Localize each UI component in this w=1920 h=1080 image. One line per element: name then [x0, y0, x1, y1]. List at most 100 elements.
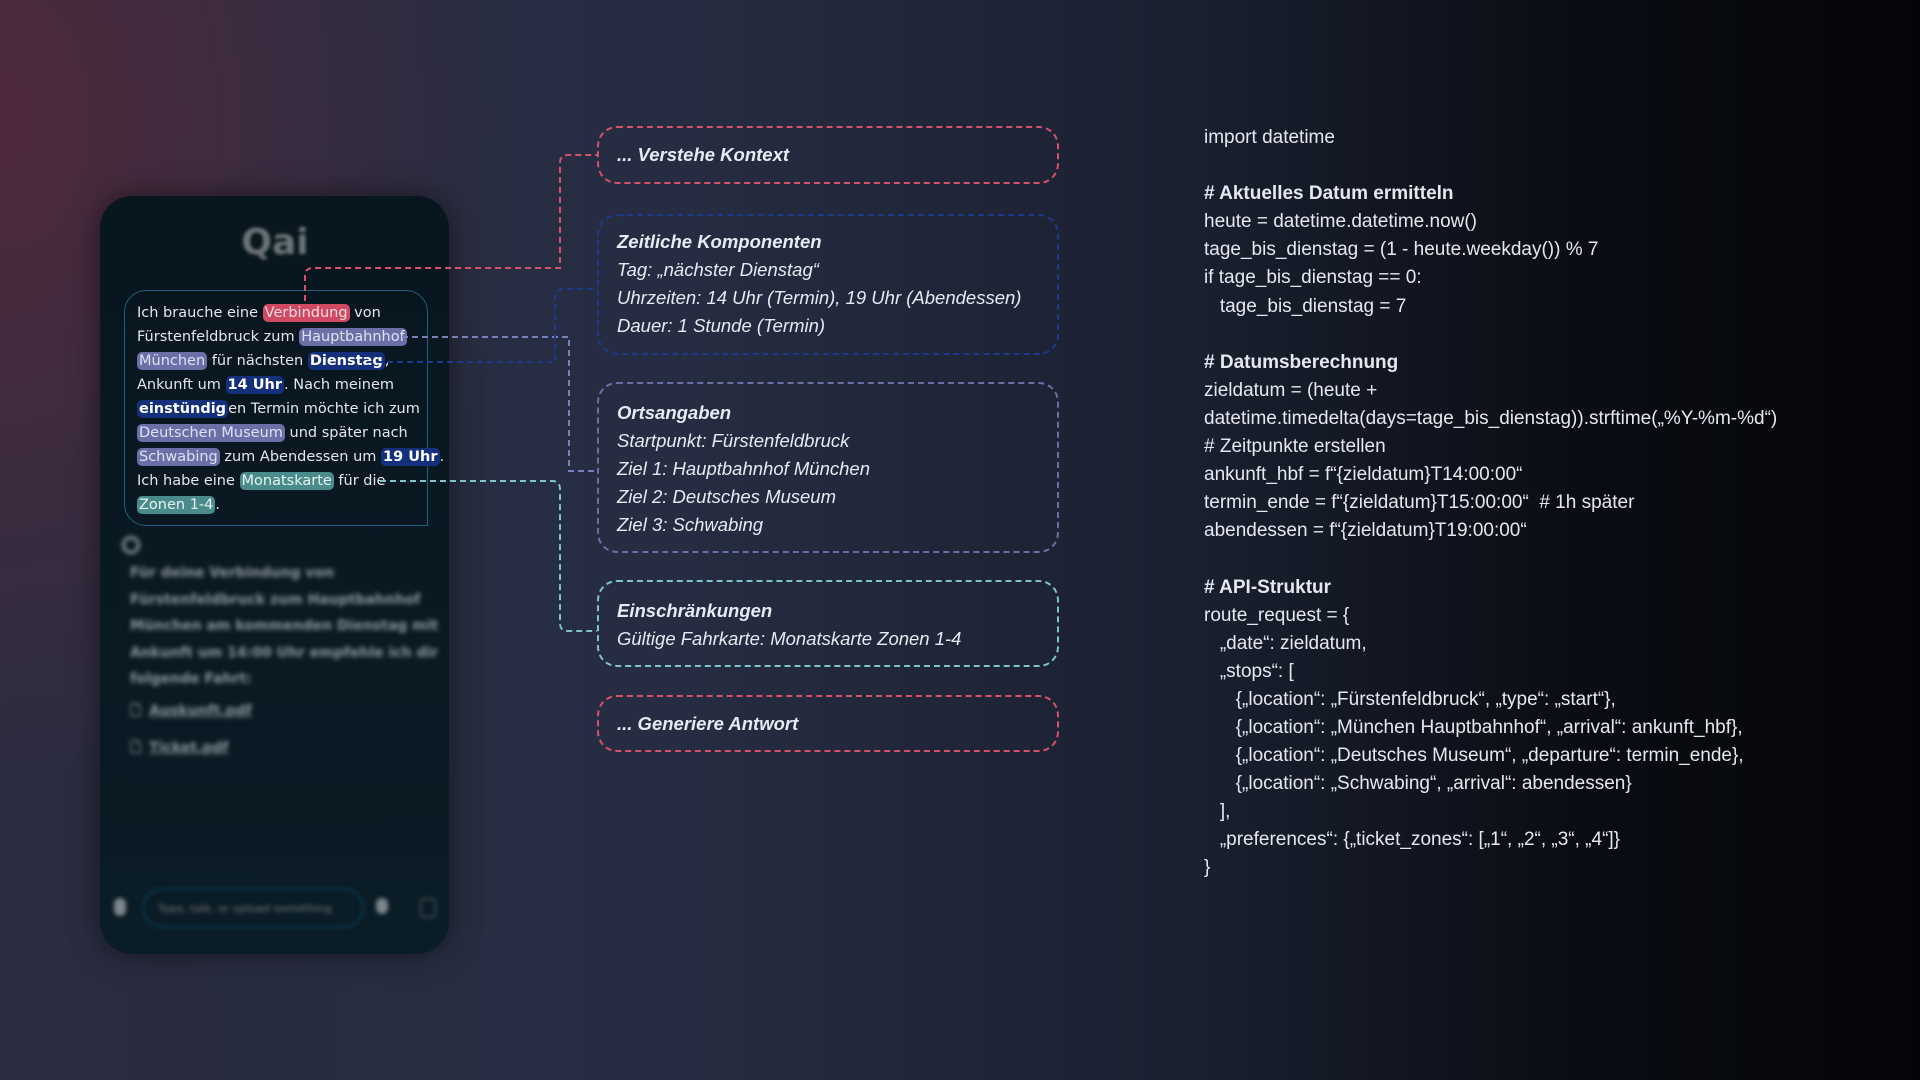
connector-context — [304, 154, 597, 301]
places-box: Ortsangaben Startpunkt: Fürstenfeldbruck… — [597, 382, 1059, 553]
qai-logo: Qai — [241, 222, 309, 263]
file-icon: 🗋 — [130, 702, 142, 719]
message-text: Ich habe eine — [137, 473, 240, 489]
code-line: # Zeitpunkte erstellen — [1204, 436, 1386, 458]
code-line: zieldatum = (heute + — [1204, 379, 1378, 401]
message-text: und später nach — [284, 425, 408, 441]
attachment-link[interactable]: 🗋 Auskunft.pdf — [130, 693, 420, 730]
message-line: München für nächsten Dienstag, — [137, 349, 419, 373]
attachment-link[interactable]: 🗋 Ticket.pdf — [130, 730, 420, 767]
entity-highlight-teal: Monatskarte — [239, 472, 334, 490]
message-text: von — [349, 305, 381, 321]
limits-title: Einschränkungen — [617, 600, 773, 621]
reply-line: Für deine Verbindung von — [130, 565, 335, 581]
code-line: datetime.timedelta(days=tage_bis_diensta… — [1204, 407, 1778, 429]
message-text: für die — [333, 473, 386, 489]
places-line: Startpunkt: Fürstenfeldbruck — [617, 430, 850, 451]
message-text: Fürstenfeldbruck zum — [137, 329, 300, 345]
code-line: {„location“: „Fürstenfeldbruck“, „type“:… — [1204, 688, 1616, 710]
time-line: Tag: „nächster Dienstag“ — [617, 259, 819, 280]
places-line: Ziel 3: Schwabing — [617, 514, 764, 535]
entity-highlight-red: Verbindung — [262, 304, 350, 322]
connector-time — [367, 288, 597, 363]
microphone-icon[interactable] — [376, 898, 388, 914]
time-title: Zeitliche Komponenten — [617, 231, 822, 252]
message-line: Schwabing zum Abendessen um 19 Uhr. — [137, 445, 444, 469]
chat-input[interactable] — [142, 888, 364, 928]
connector-places — [402, 336, 597, 472]
places-line: Ziel 2: Deutsches Museum — [617, 486, 837, 507]
context-box: ... Verstehe Kontext — [597, 126, 1059, 184]
time-components-box: Zeitliche Komponenten Tag: „nächster Die… — [597, 214, 1059, 355]
time-line: Dauer: 1 Stunde (Termin) — [617, 315, 826, 336]
entity-highlight-blue: einstündig — [137, 400, 229, 418]
entity-highlight-purple: Hauptbahnhof — [299, 328, 407, 346]
message-text: . Nach meinem — [284, 377, 395, 393]
code-line: heute = datetime.datetime.now() — [1204, 211, 1478, 233]
context-title: ... Verstehe Kontext — [617, 144, 790, 165]
time-line: Uhrzeiten: 14 Uhr (Termin), 19 Uhr (Aben… — [617, 287, 1022, 308]
message-text: . — [215, 497, 221, 513]
code-line: if tage_bis_dienstag == 0: — [1204, 267, 1422, 289]
code-line: import datetime — [1204, 127, 1335, 148]
entity-highlight-purple: Deutschen Museum — [137, 424, 285, 442]
code-line: „preferences“: {„ticket_zones“: [„1“, „2… — [1204, 829, 1621, 851]
code-comment-heading: # Aktuelles Datum ermitteln — [1204, 183, 1454, 205]
places-title: Ortsangaben — [617, 402, 732, 423]
generate-title: ... Generiere Antwort — [617, 713, 799, 734]
message-line: Zonen 1-4. — [137, 493, 419, 517]
code-line: {„location“: „Schwabing“, „arrival“: abe… — [1204, 773, 1632, 795]
reply-line: München am kommenden Dienstag mit — [130, 618, 439, 634]
attachment-name[interactable]: Ticket.pdf — [149, 739, 229, 756]
generate-box: ... Generiere Antwort — [597, 695, 1059, 752]
entity-highlight-blue: 14 Uhr — [225, 376, 284, 394]
connector-limits — [380, 480, 597, 632]
document-icon[interactable] — [420, 898, 436, 918]
reply-line: folgende Fahrt: — [130, 671, 252, 687]
assistant-avatar-icon — [122, 536, 140, 554]
code-line: route_request = { — [1204, 604, 1350, 626]
message-line: Ankunft um 14 Uhr. Nach meinem — [137, 373, 419, 397]
code-line: abendessen = f“{zieldatum}T19:00:00“ — [1204, 520, 1527, 542]
code-line: termin_ende = f“{zieldatum}T15:00:00“ # … — [1204, 492, 1635, 514]
message-text: Ankunft um — [137, 377, 226, 393]
message-line: Fürstenfeldbruck zum Hauptbahnhof — [137, 325, 419, 349]
code-line: tage_bis_dienstag = (1 - heute.weekday()… — [1204, 239, 1599, 261]
reply-line: Ankunft um 14:00 Uhr empfehle ich dir — [130, 644, 439, 661]
limits-box: Einschränkungen Gültige Fahrkarte: Monat… — [597, 580, 1059, 667]
code-line — [1204, 152, 1777, 180]
entity-highlight-purple: Schwabing — [137, 448, 220, 466]
places-line: Ziel 1: Hauptbahnhof München — [617, 458, 871, 479]
code-line: } — [1204, 857, 1211, 879]
code-comment-heading: # API-Struktur — [1204, 576, 1332, 598]
message-text: . — [439, 449, 445, 465]
attachment-name[interactable]: Auskunft.pdf — [149, 702, 252, 719]
code-line: {„location“: „München Hauptbahnhof“, „ar… — [1204, 716, 1743, 738]
code-line: ], — [1204, 801, 1231, 823]
entity-highlight-blue: 19 Uhr — [381, 448, 440, 466]
message-line: Ich brauche eine Verbindung von — [137, 301, 419, 325]
message-text: zum Abendessen um — [219, 449, 382, 465]
entity-highlight-blue: Dienstag — [307, 352, 385, 370]
code-comment-heading: # Datumsberechnung — [1204, 351, 1399, 373]
file-icon: 🗋 — [130, 739, 142, 756]
limits-line: Gültige Fahrkarte: Monatskarte Zonen 1-4 — [617, 628, 962, 649]
entity-highlight-teal: Zonen 1-4 — [137, 496, 216, 514]
message-line: Ich habe eine Monatskarte für die — [137, 469, 419, 493]
message-text: für nächsten — [207, 353, 308, 369]
message-text: en Termin möchte ich zum — [228, 401, 420, 417]
code-block: import datetime # Aktuelles Datum ermitte… — [1204, 124, 1777, 883]
code-line: „stops“: [ — [1204, 660, 1294, 682]
code-line: tage_bis_dienstag = 7 — [1204, 295, 1407, 317]
message-line: Deutschen Museum und später nach — [137, 421, 419, 445]
reply-line: Fürstenfeldbruck zum Hauptbahnhof — [130, 591, 421, 608]
chat-input-row — [114, 886, 436, 930]
message-text: Ich brauche eine — [137, 305, 263, 321]
code-line: ankunft_hbf = f“{zieldatum}T14:00:00“ — [1204, 464, 1523, 486]
attach-icon[interactable] — [114, 898, 126, 916]
